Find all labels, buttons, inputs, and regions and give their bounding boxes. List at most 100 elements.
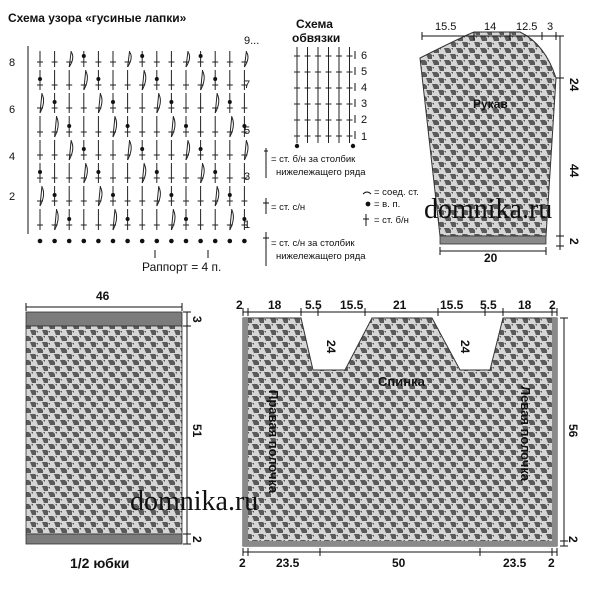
chain-stitch bbox=[227, 193, 232, 197]
legend-item-2: = ст. с/н bbox=[271, 202, 305, 213]
stitch-mark bbox=[112, 115, 116, 138]
long-stitch bbox=[141, 163, 147, 184]
left-front-label: Левая полочка bbox=[518, 386, 533, 482]
stitch-mark bbox=[68, 50, 72, 68]
chain-stitch bbox=[96, 238, 101, 244]
long-stitch bbox=[214, 186, 220, 207]
back-bottom-dim-4: 23.5 bbox=[503, 556, 527, 570]
stitch-mark bbox=[83, 69, 87, 91]
edging-row-2: 2 bbox=[361, 114, 367, 126]
row-number-6: 6 bbox=[9, 104, 15, 116]
stitch-mark bbox=[39, 92, 43, 114]
chain-stitch bbox=[242, 124, 247, 128]
chain-stitch bbox=[169, 100, 174, 104]
long-stitch bbox=[68, 51, 74, 68]
long-stitch bbox=[68, 140, 74, 161]
edging-row-4: 4 bbox=[361, 82, 367, 94]
edging-row-3: 3 bbox=[361, 98, 367, 110]
edging-row-6: 6 bbox=[361, 50, 367, 62]
chain-stitch bbox=[52, 193, 57, 197]
long-stitch bbox=[39, 186, 45, 207]
chain-stitch bbox=[67, 217, 72, 221]
back-top-dim-1: 2 bbox=[236, 298, 243, 312]
chain-stitch bbox=[294, 143, 300, 149]
chain-stitch bbox=[125, 124, 130, 128]
stitch-mark bbox=[200, 162, 204, 184]
chain-stitch bbox=[110, 238, 116, 244]
stitch-mark bbox=[185, 139, 189, 161]
chain-stitch bbox=[227, 238, 233, 244]
chain-stitch bbox=[96, 170, 101, 174]
long-stitch bbox=[54, 209, 59, 231]
stitch-mark bbox=[243, 50, 247, 68]
stitch-chart: Схема узора «гусиные лапки» 8 6 4 2 9...… bbox=[8, 11, 259, 274]
skirt-top: 46 bbox=[96, 289, 110, 303]
chain-stitch bbox=[212, 238, 218, 244]
chain-stitch bbox=[81, 147, 86, 151]
long-stitch bbox=[185, 140, 191, 161]
back-top-dim-5: 21 bbox=[393, 298, 407, 312]
long-stitch bbox=[156, 186, 161, 207]
chain-stitch bbox=[52, 100, 57, 104]
stitch-mark bbox=[185, 50, 189, 68]
chain-stitch bbox=[154, 170, 159, 174]
skirt-right-bottom: 2 bbox=[190, 536, 204, 543]
row-label-5: 5 bbox=[244, 125, 250, 137]
stitch-mark bbox=[127, 50, 131, 68]
stitch-mark bbox=[243, 139, 247, 161]
long-stitch bbox=[170, 116, 176, 138]
chain-stitch bbox=[198, 147, 203, 151]
back-top-dim-9: 2 bbox=[549, 298, 556, 312]
long-stitch bbox=[54, 116, 59, 138]
stitch-mark bbox=[39, 185, 43, 207]
sleeve-top-dim-1: 15.5 bbox=[435, 21, 456, 33]
chain-stitch bbox=[183, 238, 189, 244]
row-number-8: 8 bbox=[9, 57, 15, 69]
back-right-side: 56 bbox=[566, 424, 580, 438]
chain-stitch bbox=[213, 77, 218, 81]
long-stitch bbox=[141, 70, 147, 91]
sleeve-right-mid: 44 bbox=[567, 164, 581, 178]
stitch-mark bbox=[170, 115, 174, 138]
back-top-dim-3: 5.5 bbox=[305, 298, 322, 312]
edging-row-1: 1 bbox=[361, 131, 367, 143]
long-stitch bbox=[112, 209, 118, 231]
chain-stitch bbox=[227, 100, 232, 104]
back-top-dim-4: 15.5 bbox=[340, 298, 364, 312]
long-stitch bbox=[170, 209, 176, 231]
chain-stitch bbox=[140, 54, 145, 58]
chain-stitch bbox=[81, 54, 86, 58]
row-number-2: 2 bbox=[9, 191, 15, 203]
stitch-mark bbox=[214, 92, 218, 114]
long-stitch bbox=[127, 140, 132, 161]
legend-item-5: = в. п. bbox=[374, 199, 400, 210]
stitch-mark bbox=[97, 185, 101, 207]
chain-stitch bbox=[213, 170, 218, 174]
chain-stitch bbox=[96, 77, 101, 81]
armhole-left: 24 bbox=[324, 340, 338, 354]
long-stitch bbox=[97, 93, 103, 114]
stitch-mark bbox=[200, 69, 204, 91]
right-front-label: Правая полочка bbox=[266, 390, 281, 494]
skirt-piece: 46 3 51 2 1/2 юбки bbox=[25, 289, 204, 571]
slip-stitch-icon bbox=[362, 191, 372, 195]
edging-title-1: Схема bbox=[296, 17, 333, 31]
row-label-9: 9... bbox=[244, 35, 259, 47]
chain-stitch bbox=[111, 193, 115, 197]
legend-item-3b: нижележащего ряда bbox=[276, 251, 366, 262]
chain-stitch bbox=[125, 238, 130, 244]
stitch-mark bbox=[214, 185, 218, 207]
stitch-mark bbox=[54, 115, 58, 138]
chain-stitch bbox=[125, 217, 130, 221]
sleeve-top-dim-4: 3 bbox=[547, 21, 553, 33]
chain-stitch bbox=[184, 217, 188, 221]
sleeve-top-dim-3: 12.5 bbox=[516, 21, 537, 33]
edging-title-2: обвязки bbox=[292, 31, 340, 45]
chain-stitch bbox=[198, 238, 203, 244]
chain-stitch bbox=[67, 124, 72, 128]
sleeve-bottom: 20 bbox=[484, 251, 498, 265]
sleeve-label: Рукав bbox=[473, 97, 508, 111]
stitch-mark bbox=[127, 139, 131, 161]
back-right-bottom: 2 bbox=[566, 536, 580, 543]
